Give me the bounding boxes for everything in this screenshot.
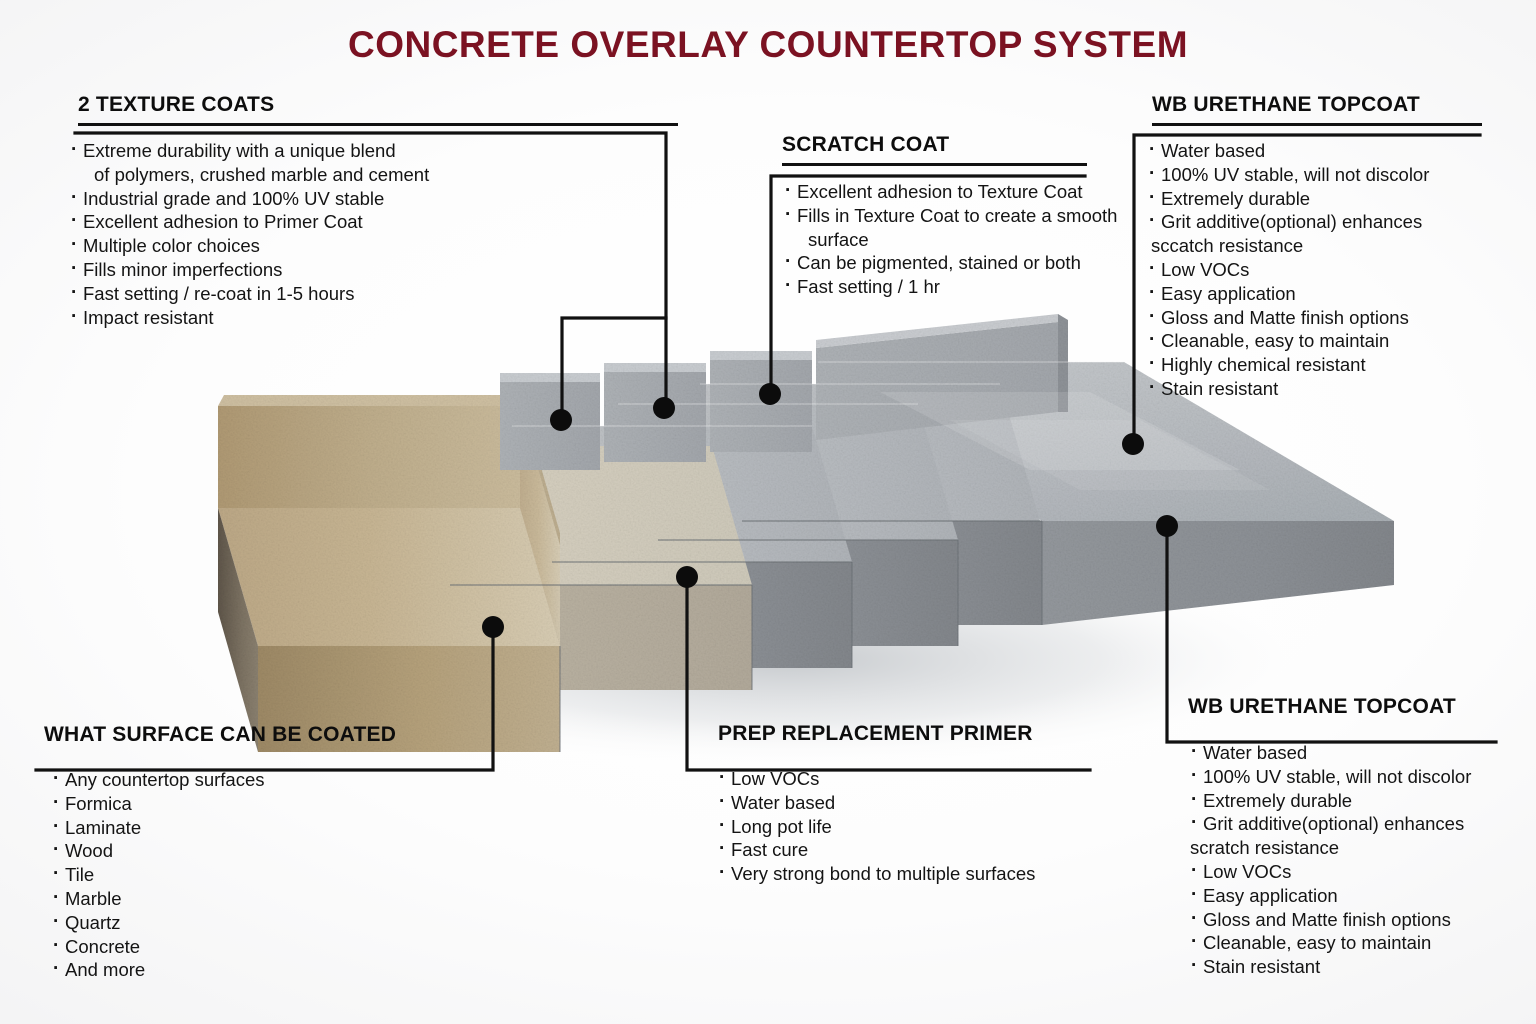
list-item: Quartz <box>52 910 464 935</box>
list-item: sccatch resistance <box>1151 235 1304 257</box>
list-item: Fills in Texture Coat to create a smooth <box>784 203 1129 228</box>
list-item: Extremely durable <box>1148 186 1493 211</box>
callout-topcoat-bottom: WB URETHANE TOPCOAT Water based 100% UV … <box>1188 695 1498 979</box>
callout-heading-topcoat-bottom: WB URETHANE TOPCOAT <box>1188 695 1456 718</box>
list-item: Stain resistant <box>1190 954 1520 979</box>
list-item: 100% UV stable, will not discolor <box>1190 764 1520 789</box>
callout-heading-topcoat-top: WB URETHANE TOPCOAT <box>1152 93 1420 116</box>
callout-heading-scratch-coat: SCRATCH COAT <box>782 133 950 156</box>
list-item: Extreme durability with a unique blend <box>70 138 678 163</box>
list-item: Excellent adhesion to Texture Coat <box>784 179 1129 204</box>
list-item: Water based <box>1148 138 1493 163</box>
callout-list-surface-coated: Any countertop surfaces Formica Laminate… <box>52 767 464 982</box>
list-item: Fast cure <box>718 837 1078 862</box>
list-item: Fast setting / re-coat in 1-5 hours <box>70 281 678 306</box>
list-item: Can be pigmented, stained or both <box>784 250 1129 275</box>
list-item: Wood <box>52 838 464 863</box>
list-item: Low VOCs <box>718 766 1078 791</box>
callout-list-prep-primer: Low VOCs Water based Long pot life Fast … <box>718 766 1078 886</box>
list-item: Impact resistant <box>70 305 678 330</box>
list-item: Marble <box>52 886 464 911</box>
list-item: Grit additive(optional) enhances <box>1148 209 1493 234</box>
list-item: Stain resistant <box>1148 376 1493 401</box>
list-item: Concrete <box>52 934 464 959</box>
list-item: Low VOCs <box>1148 257 1493 282</box>
callout-list-scratch-coat: Excellent adhesion to Texture Coat Fills… <box>784 179 1129 299</box>
list-item: Easy application <box>1148 281 1493 306</box>
list-item: Very strong bond to multiple surfaces <box>718 861 1078 886</box>
callout-list-topcoat-top: Water based 100% UV stable, will not dis… <box>1148 138 1493 401</box>
list-item: Excellent adhesion to Primer Coat <box>70 209 678 234</box>
list-item: Formica <box>52 791 464 816</box>
list-item: Fills minor imperfections <box>70 257 678 282</box>
list-item: Grit additive(optional) enhances <box>1190 811 1520 836</box>
heading-rule <box>78 123 678 127</box>
callout-heading-surface-coated: WHAT SURFACE CAN BE COATED <box>44 723 397 746</box>
list-item: Cleanable, easy to maintain <box>1148 328 1493 353</box>
list-item: 100% UV stable, will not discolor <box>1148 162 1493 187</box>
callout-texture-coats: 2 TEXTURE COATS Extreme durability with … <box>71 93 678 329</box>
heading-rule <box>1152 123 1482 127</box>
callout-prep-primer: PREP REPLACEMENT PRIMER Low VOCs Water b… <box>718 722 1088 886</box>
list-item: Water based <box>1190 740 1520 765</box>
callout-scratch-coat: SCRATCH COAT Excellent adhesion to Textu… <box>782 133 1117 299</box>
list-item: And more <box>52 957 464 982</box>
callout-list-texture-coats: Extreme durability with a unique blend o… <box>70 138 678 330</box>
callout-topcoat-top: WB URETHANE TOPCOAT Water based 100% UV … <box>1149 93 1482 401</box>
list-item: scratch resistance <box>1190 837 1340 859</box>
callout-heading-texture-coats: 2 TEXTURE COATS <box>78 93 275 116</box>
list-item: Water based <box>718 790 1078 815</box>
list-item: Easy application <box>1190 883 1520 908</box>
list-item: Gloss and Matte finish options <box>1190 907 1520 932</box>
page-title: CONCRETE OVERLAY COUNTERTOP SYSTEM <box>347 24 1189 65</box>
list-item: Laminate <box>52 815 464 840</box>
list-item: Gloss and Matte finish options <box>1148 305 1493 330</box>
list-item: Industrial grade and 100% UV stable <box>70 186 678 211</box>
list-item: Highly chemical resistant <box>1148 352 1493 377</box>
list-item: Cleanable, easy to maintain <box>1190 930 1520 955</box>
callout-surface-coated: WHAT SURFACE CAN BE COATED Any counterto… <box>44 723 464 982</box>
list-item: Long pot life <box>718 814 1078 839</box>
list-item: Extremely durable <box>1190 788 1520 813</box>
list-item: Multiple color choices <box>70 233 678 258</box>
heading-rule <box>782 163 1087 167</box>
list-item: Fast setting / 1 hr <box>784 274 1129 299</box>
list-item: Tile <box>52 862 464 887</box>
callout-list-topcoat-bottom: Water based 100% UV stable, will not dis… <box>1190 740 1520 979</box>
list-item: of polymers, crushed marble and cement <box>94 163 430 185</box>
list-item: Any countertop surfaces <box>52 767 464 792</box>
list-item: Low VOCs <box>1190 859 1520 884</box>
list-item: surface <box>808 228 869 250</box>
callout-heading-prep-primer: PREP REPLACEMENT PRIMER <box>718 722 1033 745</box>
